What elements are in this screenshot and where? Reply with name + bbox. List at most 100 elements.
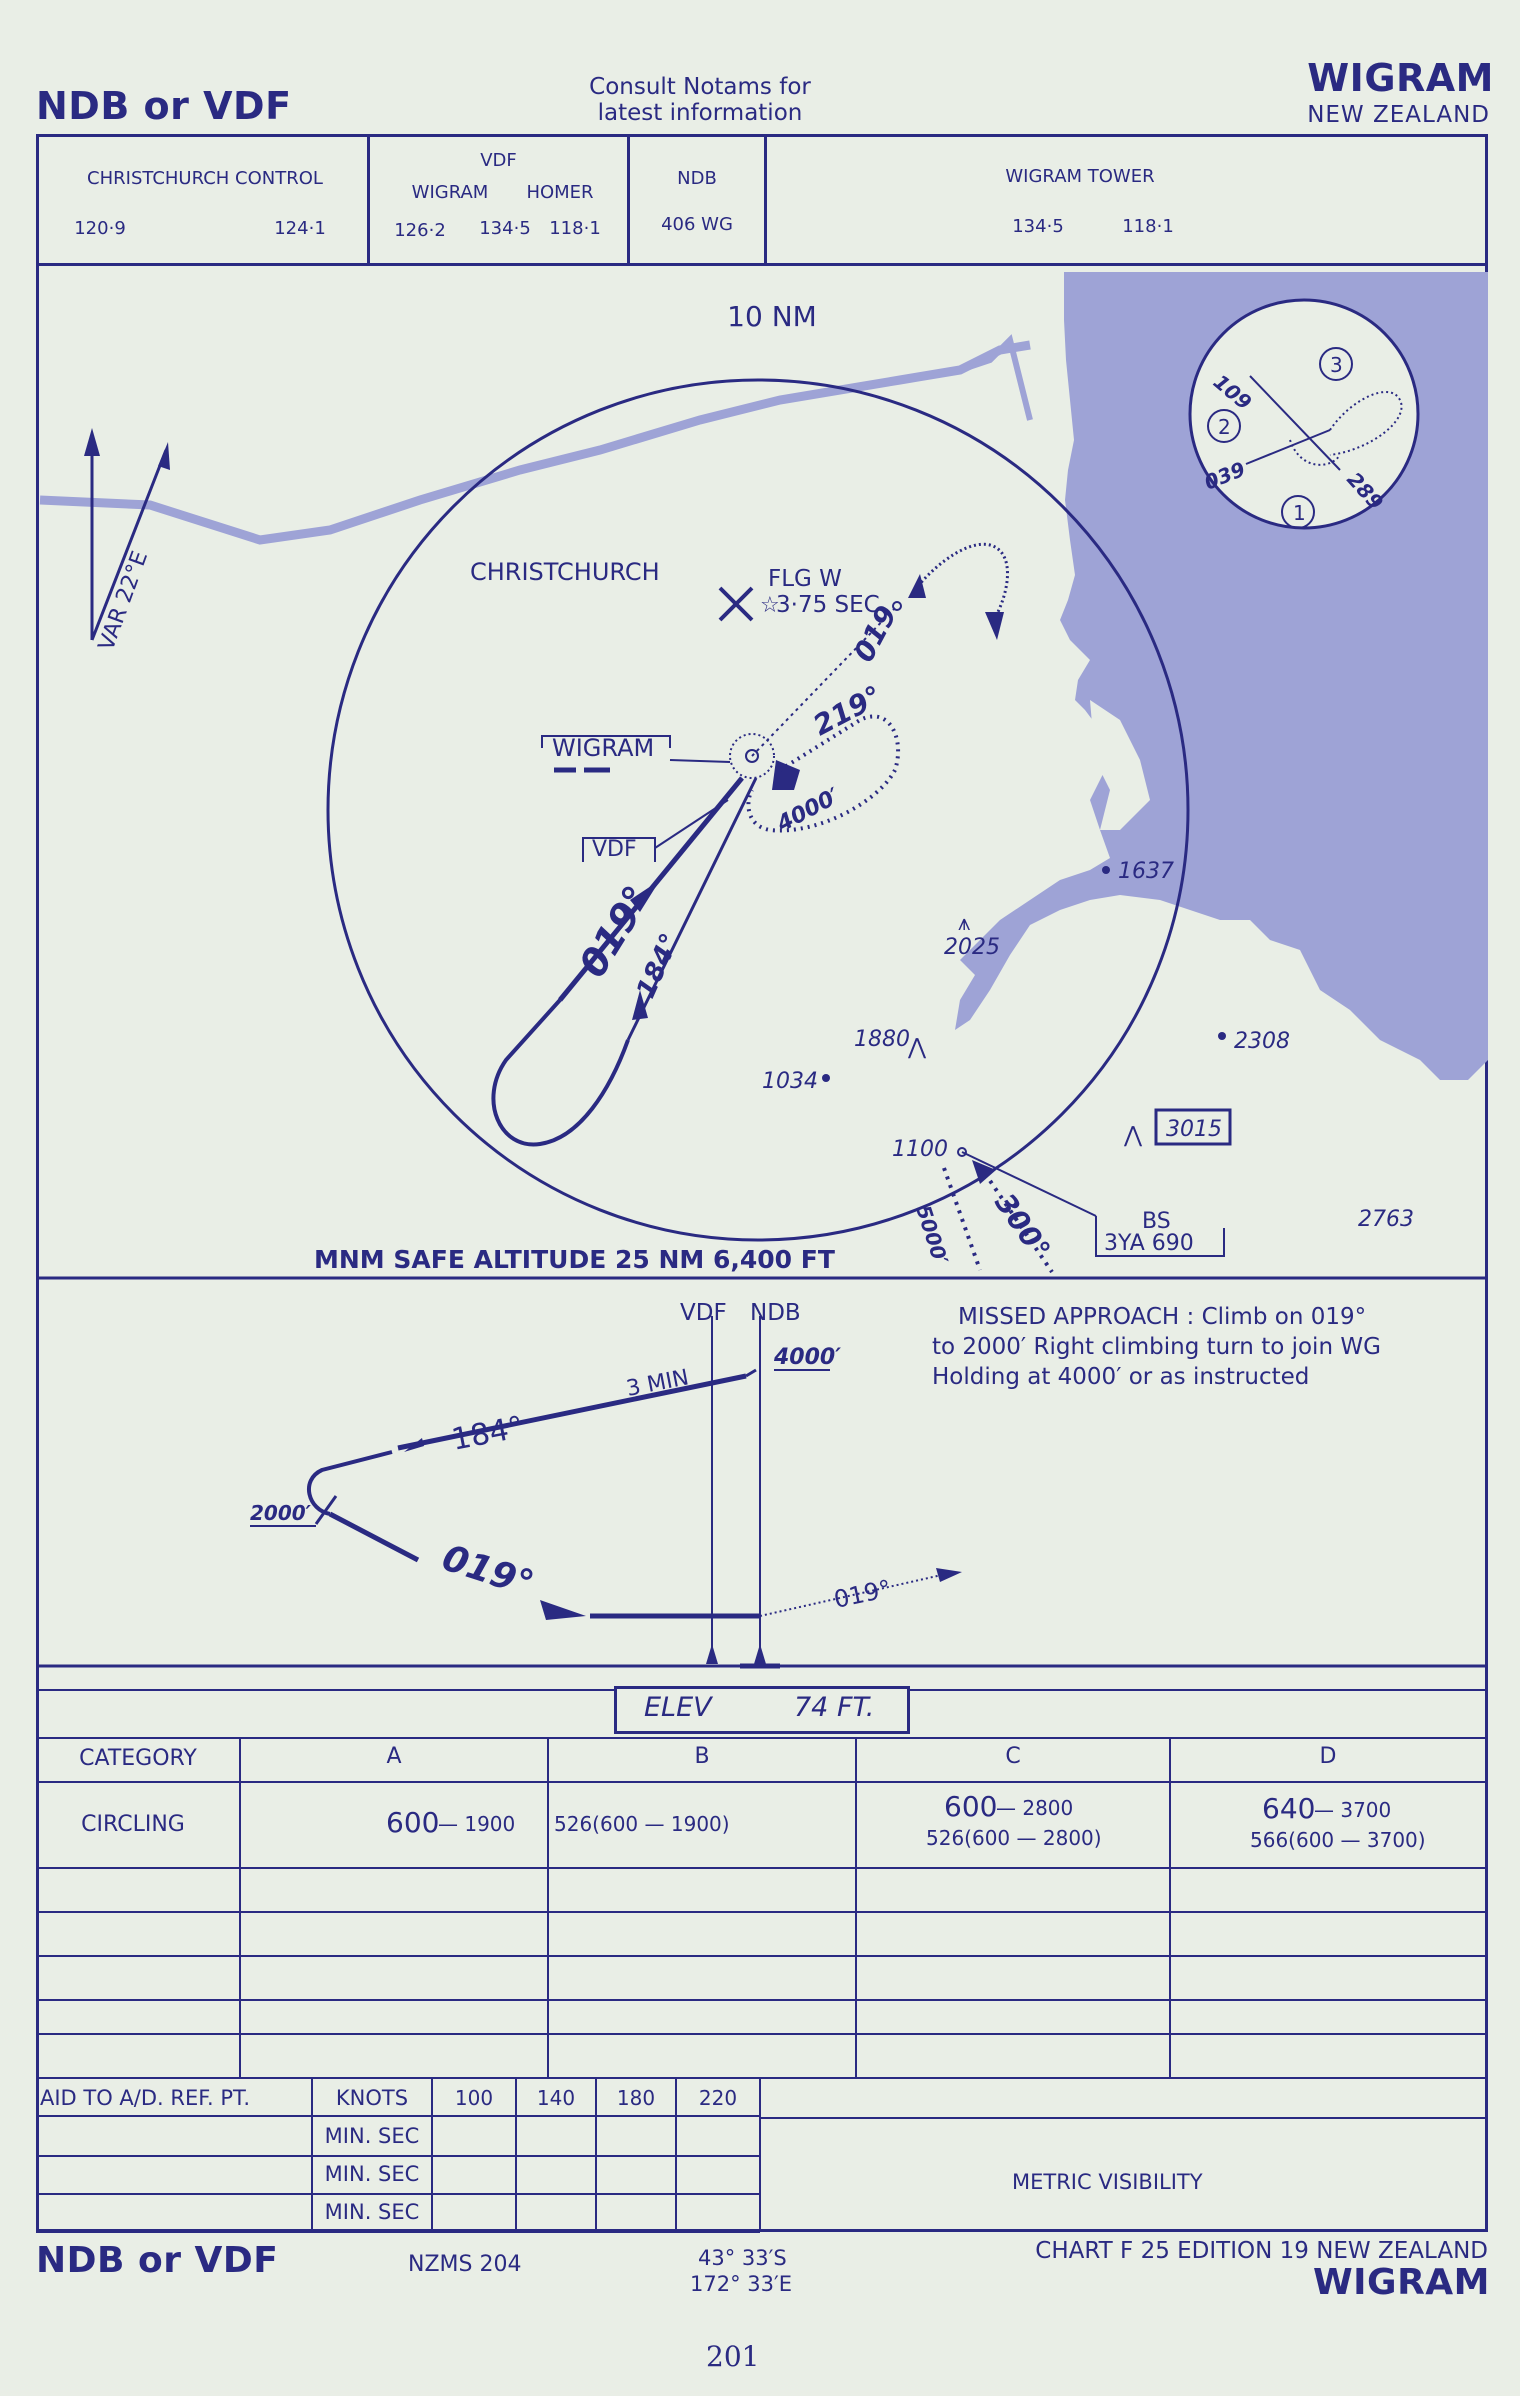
footer-lat: 43° 33′S bbox=[698, 2246, 787, 2270]
tower-label: WIGRAM TOWER bbox=[1005, 166, 1155, 187]
bs-station-point bbox=[957, 1147, 967, 1157]
control-freq-1: 120·9 bbox=[74, 218, 126, 239]
outbound-track-a bbox=[626, 777, 758, 1041]
spot-dot-2308 bbox=[1218, 1032, 1226, 1040]
msa-label: MNM SAFE ALTITUDE 25 NM 6,400 FT bbox=[314, 1245, 835, 1274]
flg-sec-label: 3·75 SEC bbox=[776, 592, 880, 618]
speed-180: 180 bbox=[616, 2086, 656, 2110]
tower-freq-2: 118·1 bbox=[1122, 216, 1174, 237]
cat-c-sub: 526(600 — 2800) bbox=[926, 1826, 1102, 1850]
bs-label: BS bbox=[1142, 1209, 1171, 1234]
airport-title: WIGRAM bbox=[1307, 56, 1494, 100]
profile-vdf: VDF bbox=[680, 1300, 727, 1326]
bs-box bbox=[1095, 1216, 1225, 1257]
city-label: CHRISTCHURCH bbox=[470, 558, 660, 586]
procedure-turn bbox=[491, 998, 630, 1147]
cat-d-mda: 640 bbox=[1262, 1792, 1316, 1825]
notice-line-1: Consult Notams for bbox=[589, 74, 811, 100]
vdf-station-mark bbox=[706, 1644, 718, 1664]
cat-c-mda: 600 bbox=[944, 1790, 998, 1823]
vdf-freq-3: 118·1 bbox=[549, 218, 601, 239]
vdf-box bbox=[582, 837, 656, 862]
track-5000 bbox=[942, 1167, 982, 1271]
cat-a-vis: — 1900 bbox=[438, 1812, 516, 1836]
wigram-box-label: WIGRAM bbox=[552, 734, 654, 762]
cat-b-value: 526(600 — 1900) bbox=[554, 1812, 730, 1836]
profile-ndb: NDB bbox=[750, 1300, 801, 1326]
true-north-head bbox=[84, 428, 100, 456]
magnetic-north-head bbox=[158, 442, 170, 470]
profile-184-arrow bbox=[404, 1438, 424, 1452]
vdf-freq-1: 126·2 bbox=[394, 220, 446, 241]
spot-3015: 3015 bbox=[1166, 1117, 1222, 1142]
hold-sector-2-circle bbox=[1207, 409, 1241, 443]
ndb-label: NDB bbox=[677, 168, 717, 189]
vdf-freq-2: 134·5 bbox=[479, 218, 531, 239]
hold-sector-1: 1 bbox=[1293, 501, 1306, 525]
spot-2308: 2308 bbox=[1234, 1029, 1290, 1054]
vdf-homer: HOMER bbox=[526, 182, 594, 203]
cat-c-header: C bbox=[1005, 1744, 1021, 1769]
speed-220: 220 bbox=[698, 2086, 738, 2110]
aerodrome-symbol bbox=[772, 760, 800, 790]
magnetic-north-arrow bbox=[90, 449, 168, 641]
vdf-box-label: VDF bbox=[592, 837, 637, 862]
outbound-arrow bbox=[632, 990, 648, 1020]
bs-leader bbox=[961, 1151, 1097, 1217]
hold-pattern bbox=[746, 714, 901, 833]
river-upper bbox=[959, 334, 1033, 421]
cat-a-header: A bbox=[386, 1744, 402, 1769]
missed-line-2: to 2000′ Right climbing turn to join WG bbox=[932, 1334, 1381, 1360]
missed-approach-text: MISSED APPROACH : Climb on 019° to 2000′… bbox=[932, 1302, 1381, 1392]
ten-nm-ring bbox=[326, 378, 1190, 1242]
hold-sector-3-circle bbox=[1319, 347, 1353, 381]
profile-missed-arrow bbox=[936, 1568, 962, 1582]
turn-point bbox=[892, 601, 902, 611]
footer-procedure: NDB or VDF bbox=[36, 2240, 279, 2281]
footer-airport: WIGRAM bbox=[1312, 2262, 1490, 2303]
min-sec-row-1: MIN. SEC bbox=[324, 2124, 420, 2148]
min-sec-row-3: MIN. SEC bbox=[324, 2200, 420, 2224]
bay-inlet bbox=[1090, 700, 1150, 830]
hold-sector-3: 3 bbox=[1330, 353, 1343, 377]
ndb-station-mark bbox=[754, 1644, 766, 1664]
profile-019-arrow bbox=[540, 1600, 586, 1620]
obstacle-lit-icon: ⩚ bbox=[958, 911, 970, 936]
cat-d-header: D bbox=[1319, 1744, 1337, 1769]
speed-100: 100 bbox=[454, 2086, 494, 2110]
min-sec-row-2: MIN. SEC bbox=[324, 2162, 420, 2186]
notam-notice: Consult Notams for latest information bbox=[560, 74, 840, 126]
bs-station: 3YA 690 bbox=[1104, 1231, 1194, 1256]
hold-sector-2: 2 bbox=[1218, 415, 1231, 439]
missed-turn bbox=[916, 542, 1009, 619]
speed-140: 140 bbox=[536, 2086, 576, 2110]
cat-a-mda: 600 bbox=[386, 1806, 440, 1839]
hold-inset-entry bbox=[1289, 439, 1341, 466]
hold-sector-1-circle bbox=[1281, 495, 1315, 529]
obstacle-icon-1880: ⋀ bbox=[907, 1035, 927, 1060]
profile-turn bbox=[745, 1368, 757, 1378]
missed-turn-arrow bbox=[985, 612, 1004, 640]
hold-inset-line-2 bbox=[1245, 429, 1331, 465]
footer-chart-ref: CHART F 25 EDITION 19 NEW ZEALAND bbox=[1035, 2238, 1488, 2264]
hold-inset-racetrack bbox=[1329, 390, 1403, 456]
control-freq-2: 124·1 bbox=[274, 218, 326, 239]
spot-1880: 1880 bbox=[854, 1027, 910, 1052]
profile-outbound-184 bbox=[397, 1373, 747, 1451]
ring-label: 10 NM bbox=[727, 300, 817, 333]
missed-line-3: Holding at 4000′ or as instructed bbox=[932, 1364, 1310, 1390]
profile-2000-tick bbox=[314, 1495, 338, 1525]
chart-frame bbox=[36, 134, 1488, 2232]
cat-d-vis: — 3700 bbox=[1314, 1798, 1392, 1822]
elev-label: ELEV bbox=[644, 1692, 712, 1723]
spot-dot-1637 bbox=[1102, 866, 1110, 874]
radial-300-track bbox=[978, 1164, 1054, 1274]
knots-label: KNOTS bbox=[335, 2086, 409, 2110]
procedure-title: NDB or VDF bbox=[36, 84, 292, 128]
inbound-arrow bbox=[630, 880, 660, 912]
comm-divider-1 bbox=[367, 134, 370, 266]
ndb-center bbox=[745, 749, 759, 763]
footer-lon: 172° 33′E bbox=[690, 2272, 793, 2296]
aid-label: AID TO A/D. REF. PT. bbox=[40, 2086, 250, 2110]
